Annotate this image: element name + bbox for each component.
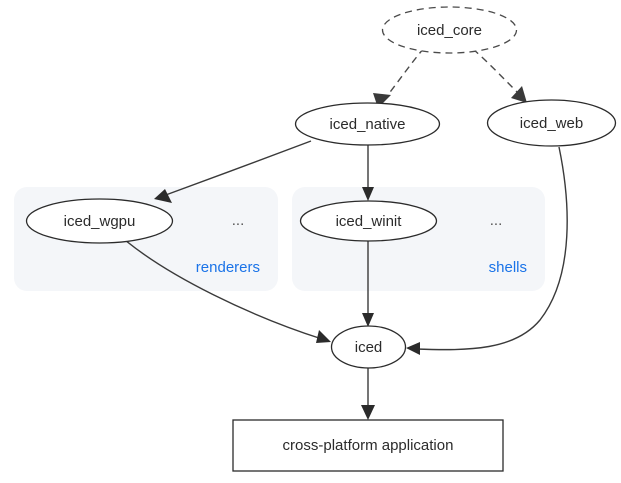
edge-web-to-iced-line [415,146,568,351]
node-iced-web-shape[interactable] [486,99,617,147]
edge-core-to-web [472,48,527,103]
edge-web-to-iced [406,146,568,355]
edge-wgpu-to-iced-line [124,239,323,340]
edge-core-to-native-line [383,47,425,101]
node-iced-core-shape[interactable] [381,6,518,54]
node-cross-platform-application-label: cross-platform application [283,437,454,454]
node-iced-label: iced [355,339,383,356]
node-cross-platform-application-shape[interactable] [232,419,504,472]
node-iced-core[interactable]: iced_core [381,6,518,54]
edge-core-to-web-line [472,48,522,97]
node-iced-core-label: iced_core [417,22,482,39]
cluster-renderers: renderers [14,187,278,291]
node-iced-wgpu-label: iced_wgpu [64,213,136,230]
edge-core-to-native [373,47,425,108]
shells-ellipsis-icon: ... [490,212,503,229]
edge-core-to-web-arrowhead [511,86,527,103]
cluster-shells-label: shells [489,259,527,276]
node-iced[interactable]: iced [330,325,407,369]
node-iced-native[interactable]: iced_native [294,102,441,146]
node-iced-wgpu-shape[interactable] [25,198,174,244]
edge-native-to-wgpu-arrowhead [154,189,172,203]
node-iced-web-label: iced_web [520,115,583,132]
node-iced-shape[interactable] [330,325,407,369]
edge-winit-to-iced [362,241,374,327]
edge-web-to-iced-arrowhead [406,342,420,355]
node-iced-winit-shape[interactable] [299,200,438,242]
edge-wgpu-to-iced-arrowhead [316,330,331,343]
edge-native-to-winit-arrowhead [362,187,374,201]
node-cross-platform-application[interactable]: cross-platform application [232,419,504,472]
renderers-ellipsis-icon: ... [232,212,245,229]
node-iced-winit[interactable]: iced_winit [299,200,438,242]
edge-iced-to-app-arrowhead [361,405,375,420]
edge-native-to-wgpu [154,140,312,203]
node-iced-web[interactable]: iced_web [486,99,617,147]
node-iced-winit-label: iced_winit [336,213,403,230]
edge-winit-to-iced-arrowhead [362,313,374,327]
cluster-renderers-label: renderers [196,259,260,276]
cluster-shells: shells [292,187,545,291]
node-iced-wgpu[interactable]: iced_wgpu [25,198,174,244]
edge-native-to-winit [362,145,374,201]
edge-native-to-wgpu-line [162,140,312,197]
node-iced-native-shape[interactable] [294,102,441,146]
edge-iced-to-app [361,368,375,420]
node-iced-native-label: iced_native [330,116,406,133]
edge-wgpu-to-iced [124,239,331,343]
